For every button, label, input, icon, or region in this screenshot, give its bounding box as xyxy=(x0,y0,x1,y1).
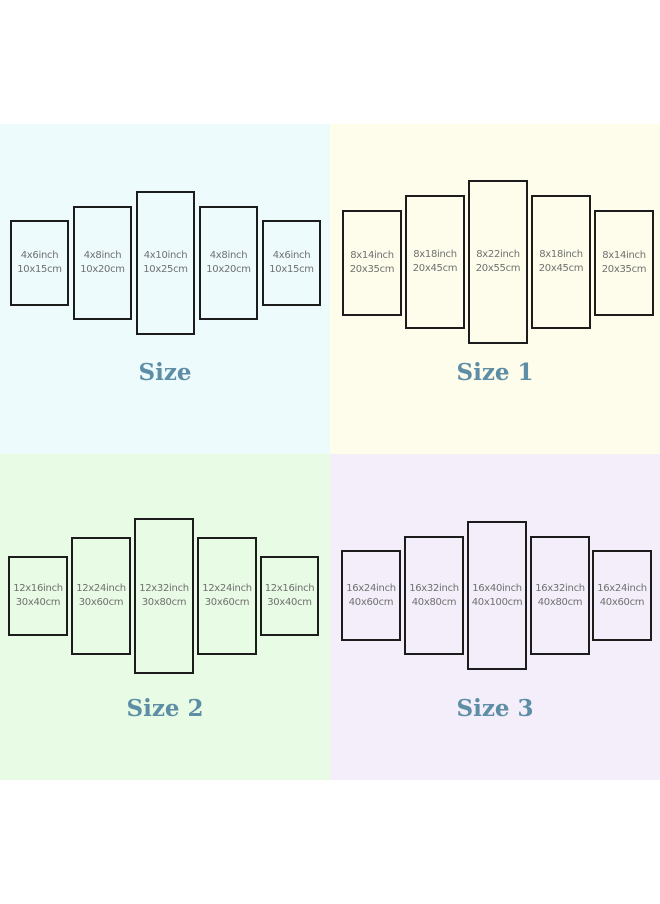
canvas-panel: 12x32inch 30x80cm xyxy=(134,518,194,674)
panel-cm-label: 20x45cm xyxy=(412,263,458,274)
panel-cm-label: 30x60cm xyxy=(78,597,124,608)
panel-cm-label: 10x20cm xyxy=(80,264,125,275)
panel-cm-label: 10x25cm xyxy=(143,264,188,275)
panel-inches-label: 4x10inch xyxy=(143,250,188,261)
canvas-panel: 8x18inch 20x45cm xyxy=(531,195,591,329)
bottom-margin xyxy=(0,780,660,904)
panel-inches-label: 12x24inch xyxy=(76,583,126,594)
canvas-panel: 4x6inch 10x15cm xyxy=(262,220,321,306)
canvas-panel: 8x14inch 20x35cm xyxy=(594,210,654,316)
size-title: Size 3 xyxy=(456,695,534,722)
canvas-panel: 8x18inch 20x45cm xyxy=(405,195,465,329)
panel-inches-label: 16x24inch xyxy=(597,582,647,594)
panel-cm-label: 30x40cm xyxy=(15,597,61,608)
size-quadrant-3: 16x24inch 40x60cm 16x32inch 40x80cm 16x4… xyxy=(330,454,660,780)
canvas-panel: 12x24inch 30x60cm xyxy=(71,537,131,655)
canvas-panel: 16x40inch 40x100cm xyxy=(467,521,527,670)
panel-cm-label: 40x100cm xyxy=(471,596,523,608)
panel-inches-label: 8x14inch xyxy=(350,250,394,261)
canvas-panel: 4x6inch 10x15cm xyxy=(10,220,69,306)
canvas-panel: 16x32inch 40x80cm xyxy=(404,536,464,655)
panel-cm-label: 40x60cm xyxy=(348,596,394,608)
panel-inches-label: 16x40inch xyxy=(472,582,522,594)
panel-cm-label: 10x20cm xyxy=(206,264,251,275)
panel-cm-label: 20x35cm xyxy=(349,264,395,275)
panel-inches-label: 16x32inch xyxy=(535,582,585,594)
canvas-panel: 12x16inch 30x40cm xyxy=(8,556,68,636)
canvas-panel: 12x24inch 30x60cm xyxy=(197,537,257,655)
panel-cm-label: 10x15cm xyxy=(17,264,62,275)
canvas-panel: 4x8inch 10x20cm xyxy=(73,206,132,320)
panel-inches-label: 8x18inch xyxy=(413,249,457,260)
panel-inches-label: 12x32inch xyxy=(139,583,189,594)
panel-inches-label: 4x8inch xyxy=(209,250,248,261)
panel-cm-label: 30x40cm xyxy=(267,597,312,608)
panel-inches-label: 12x16inch xyxy=(264,583,315,594)
panel-cm-label: 20x35cm xyxy=(601,264,647,275)
size-quadrant-1: 8x14inch 20x35cm 8x18inch 20x45cm 8x22in… xyxy=(330,124,660,454)
size-quadrant-2: 12x16inch 30x40cm 12x24inch 30x60cm 12x3… xyxy=(0,454,330,780)
size-title: Size xyxy=(138,359,192,386)
panel-cm-label: 40x80cm xyxy=(411,596,457,608)
canvas-panel: 8x14inch 20x35cm xyxy=(342,210,402,316)
panel-inches-label: 12x24inch xyxy=(202,583,252,594)
panel-inches-label: 4x6inch xyxy=(20,250,59,261)
canvas-panel: 4x10inch 10x25cm xyxy=(136,191,195,335)
size-title: Size 1 xyxy=(456,359,534,386)
size-title: Size 2 xyxy=(126,695,204,722)
panel-inches-label: 4x8inch xyxy=(83,250,122,261)
panel-inches-label: 4x6inch xyxy=(272,250,311,261)
canvas-panel: 16x24inch 40x60cm xyxy=(592,550,652,641)
panel-inches-label: 16x32inch xyxy=(409,582,459,594)
panel-inches-label: 8x14inch xyxy=(602,250,646,261)
panel-inches-label: 8x18inch xyxy=(539,249,583,260)
panel-cm-label: 30x80cm xyxy=(141,597,187,608)
canvas-panel: 4x8inch 10x20cm xyxy=(199,206,258,320)
panel-cm-label: 40x80cm xyxy=(537,596,583,608)
canvas-panel: 16x32inch 40x80cm xyxy=(530,536,590,655)
canvas-panel: 16x24inch 40x60cm xyxy=(341,550,401,641)
panel-cm-label: 20x45cm xyxy=(538,263,584,274)
panel-inches-label: 12x16inch xyxy=(13,583,63,594)
panel-cm-label: 40x60cm xyxy=(599,596,645,608)
panel-cm-label: 10x15cm xyxy=(269,264,314,275)
canvas-panel: 8x22inch 20x55cm xyxy=(468,180,528,344)
panel-inches-label: 16x24inch xyxy=(346,582,396,594)
canvas-panel: 12x16inch 30x40cm xyxy=(260,556,319,636)
panel-cm-label: 20x55cm xyxy=(475,263,521,274)
size-quadrant-0: 4x6inch 10x15cm 4x8inch 10x20cm 4x10inch… xyxy=(0,124,330,454)
panel-cm-label: 30x60cm xyxy=(204,597,250,608)
top-margin xyxy=(0,0,660,124)
panel-inches-label: 8x22inch xyxy=(476,249,520,260)
